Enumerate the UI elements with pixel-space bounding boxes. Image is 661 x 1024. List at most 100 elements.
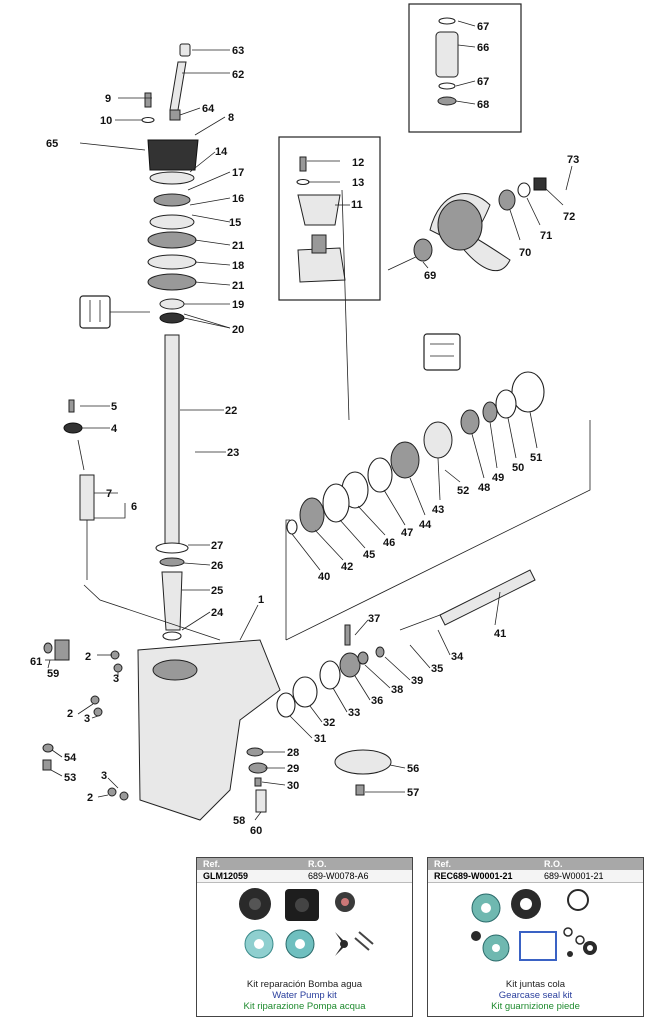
callout-67: 67 — [477, 21, 489, 33]
callout-23: 23 — [227, 447, 239, 459]
kit-codes: REC689-W0001-21 689-W0001-21 — [428, 870, 643, 883]
gearcase-housing — [137, 639, 281, 821]
callout-37: 37 — [368, 613, 380, 625]
housing-inset-parts — [296, 156, 346, 283]
callout-18: 18 — [232, 260, 244, 272]
callout-57: 57 — [407, 787, 419, 799]
callout-33: 33 — [348, 707, 360, 719]
callout-29: 29 — [287, 763, 299, 775]
callout-7: 7 — [106, 488, 112, 500]
ro-label: R.O. — [544, 859, 563, 869]
kit-ro: 689-W0078-A6 — [308, 871, 369, 881]
callout-39: 39 — [411, 675, 423, 687]
callout-65: 65 — [46, 138, 58, 150]
callout-62: 62 — [232, 69, 244, 81]
inset-box-housing — [278, 136, 381, 301]
kit-name-en: Gearcase seal kit — [498, 990, 573, 1001]
callout-71: 71 — [540, 230, 552, 242]
callout-72: 72 — [563, 211, 575, 223]
propeller — [413, 177, 547, 272]
callout-73: 73 — [567, 154, 579, 166]
callout-9: 9 — [105, 93, 111, 105]
callout-8: 8 — [228, 112, 234, 124]
callout-2: 2 — [87, 792, 93, 804]
water-pump-stack — [141, 43, 199, 324]
kit-card-gearcase-seal[interactable]: Ref. R.O. REC689-W0001-21 689-W0001-21 K… — [427, 857, 644, 1017]
kit-header: Ref. R.O. — [197, 858, 412, 870]
callout-35: 35 — [431, 663, 443, 675]
kit-ro: 689-W0001-21 — [544, 871, 604, 881]
kit-ref: REC689-W0001-21 — [434, 871, 513, 881]
callout-69: 69 — [424, 270, 436, 282]
callout-16: 16 — [232, 193, 244, 205]
callout-48: 48 — [478, 482, 490, 494]
kit-name-en: Water Pump kit — [272, 990, 337, 1001]
callout-21: 21 — [232, 240, 244, 252]
callout-59: 59 — [47, 668, 59, 680]
callout-34: 34 — [451, 651, 464, 663]
water-tube-parts — [435, 17, 459, 106]
kit-ref: GLM12059 — [203, 871, 249, 881]
callout-5: 5 — [111, 401, 117, 413]
kit-name-es: Kit juntas cola — [505, 979, 566, 990]
callout-64: 64 — [202, 103, 215, 115]
callout-52: 52 — [457, 485, 469, 497]
shift-clip-detail-icon — [423, 333, 461, 371]
gear-frame-bottom — [285, 420, 591, 641]
callout-24: 24 — [211, 607, 224, 619]
callout-3: 3 — [84, 713, 90, 725]
lower-misc-parts — [42, 639, 392, 813]
callout-26: 26 — [211, 560, 223, 572]
leader-lines — [45, 20, 573, 821]
callout-28: 28 — [287, 747, 299, 759]
callout-2: 2 — [67, 708, 73, 720]
callout-labels: 1 2 2 2 3 3 3 4 5 6 7 8 9 10 11 12 13 14… — [30, 21, 579, 837]
callout-70: 70 — [519, 247, 531, 259]
callout-53: 53 — [64, 772, 76, 784]
callout-49: 49 — [492, 472, 504, 484]
ro-label: R.O. — [308, 859, 327, 869]
propeller-shaft — [344, 569, 536, 658]
water-pump-kit-image — [239, 888, 374, 959]
callout-3: 3 — [113, 673, 119, 685]
callout-3: 3 — [101, 770, 107, 782]
kit-name-es: Kit reparación Bomba agua — [246, 979, 363, 990]
callout-2: 2 — [85, 651, 91, 663]
exploded-parts-diagram: 1 2 2 2 3 3 3 4 5 6 7 8 9 10 11 12 13 14… — [30, 3, 591, 837]
kit-name-it: Kit riparazione Pompa acqua — [243, 1001, 366, 1012]
callout-32: 32 — [323, 717, 335, 729]
callout-45: 45 — [363, 549, 375, 561]
kit-description: Kit reparación Bomba agua Water Pump kit… — [197, 979, 412, 1012]
callout-46: 46 — [383, 537, 395, 549]
inset-box-water-tube — [408, 3, 522, 133]
callout-51: 51 — [530, 452, 542, 464]
callout-54: 54 — [64, 752, 77, 764]
callout-11: 11 — [351, 199, 363, 211]
callout-20: 20 — [232, 324, 244, 336]
gearcase-seal-kit-image — [471, 889, 597, 962]
callout-14: 14 — [215, 146, 228, 158]
callout-41: 41 — [494, 628, 506, 640]
callout-50: 50 — [512, 462, 524, 474]
reverse-gear-parts — [276, 651, 369, 718]
callout-10: 10 — [100, 115, 112, 127]
callout-31: 31 — [314, 733, 326, 745]
callout-60: 60 — [250, 825, 262, 837]
callout-68: 68 — [477, 99, 489, 111]
callout-40: 40 — [318, 571, 330, 583]
kit-card-water-pump[interactable]: Ref. R.O. GLM12059 689-W0078-A6 Kit repa… — [196, 857, 413, 1017]
callout-15: 15 — [229, 217, 241, 229]
kit-codes: GLM12059 689-W0078-A6 — [197, 870, 412, 883]
callout-30: 30 — [287, 780, 299, 792]
callout-56: 56 — [407, 763, 419, 775]
callout-66: 66 — [477, 42, 489, 54]
propeller-leader — [387, 254, 421, 271]
drive-shaft — [155, 334, 189, 641]
kit-name-it: Kit guarnizione piede — [491, 1001, 580, 1012]
kit-description: Kit juntas cola Gearcase seal kit Kit gu… — [428, 979, 643, 1012]
callout-22: 22 — [225, 405, 237, 417]
callout-42: 42 — [341, 561, 353, 573]
callout-4: 4 — [111, 423, 118, 435]
callout-12: 12 — [352, 157, 364, 169]
callout-19: 19 — [232, 299, 244, 311]
